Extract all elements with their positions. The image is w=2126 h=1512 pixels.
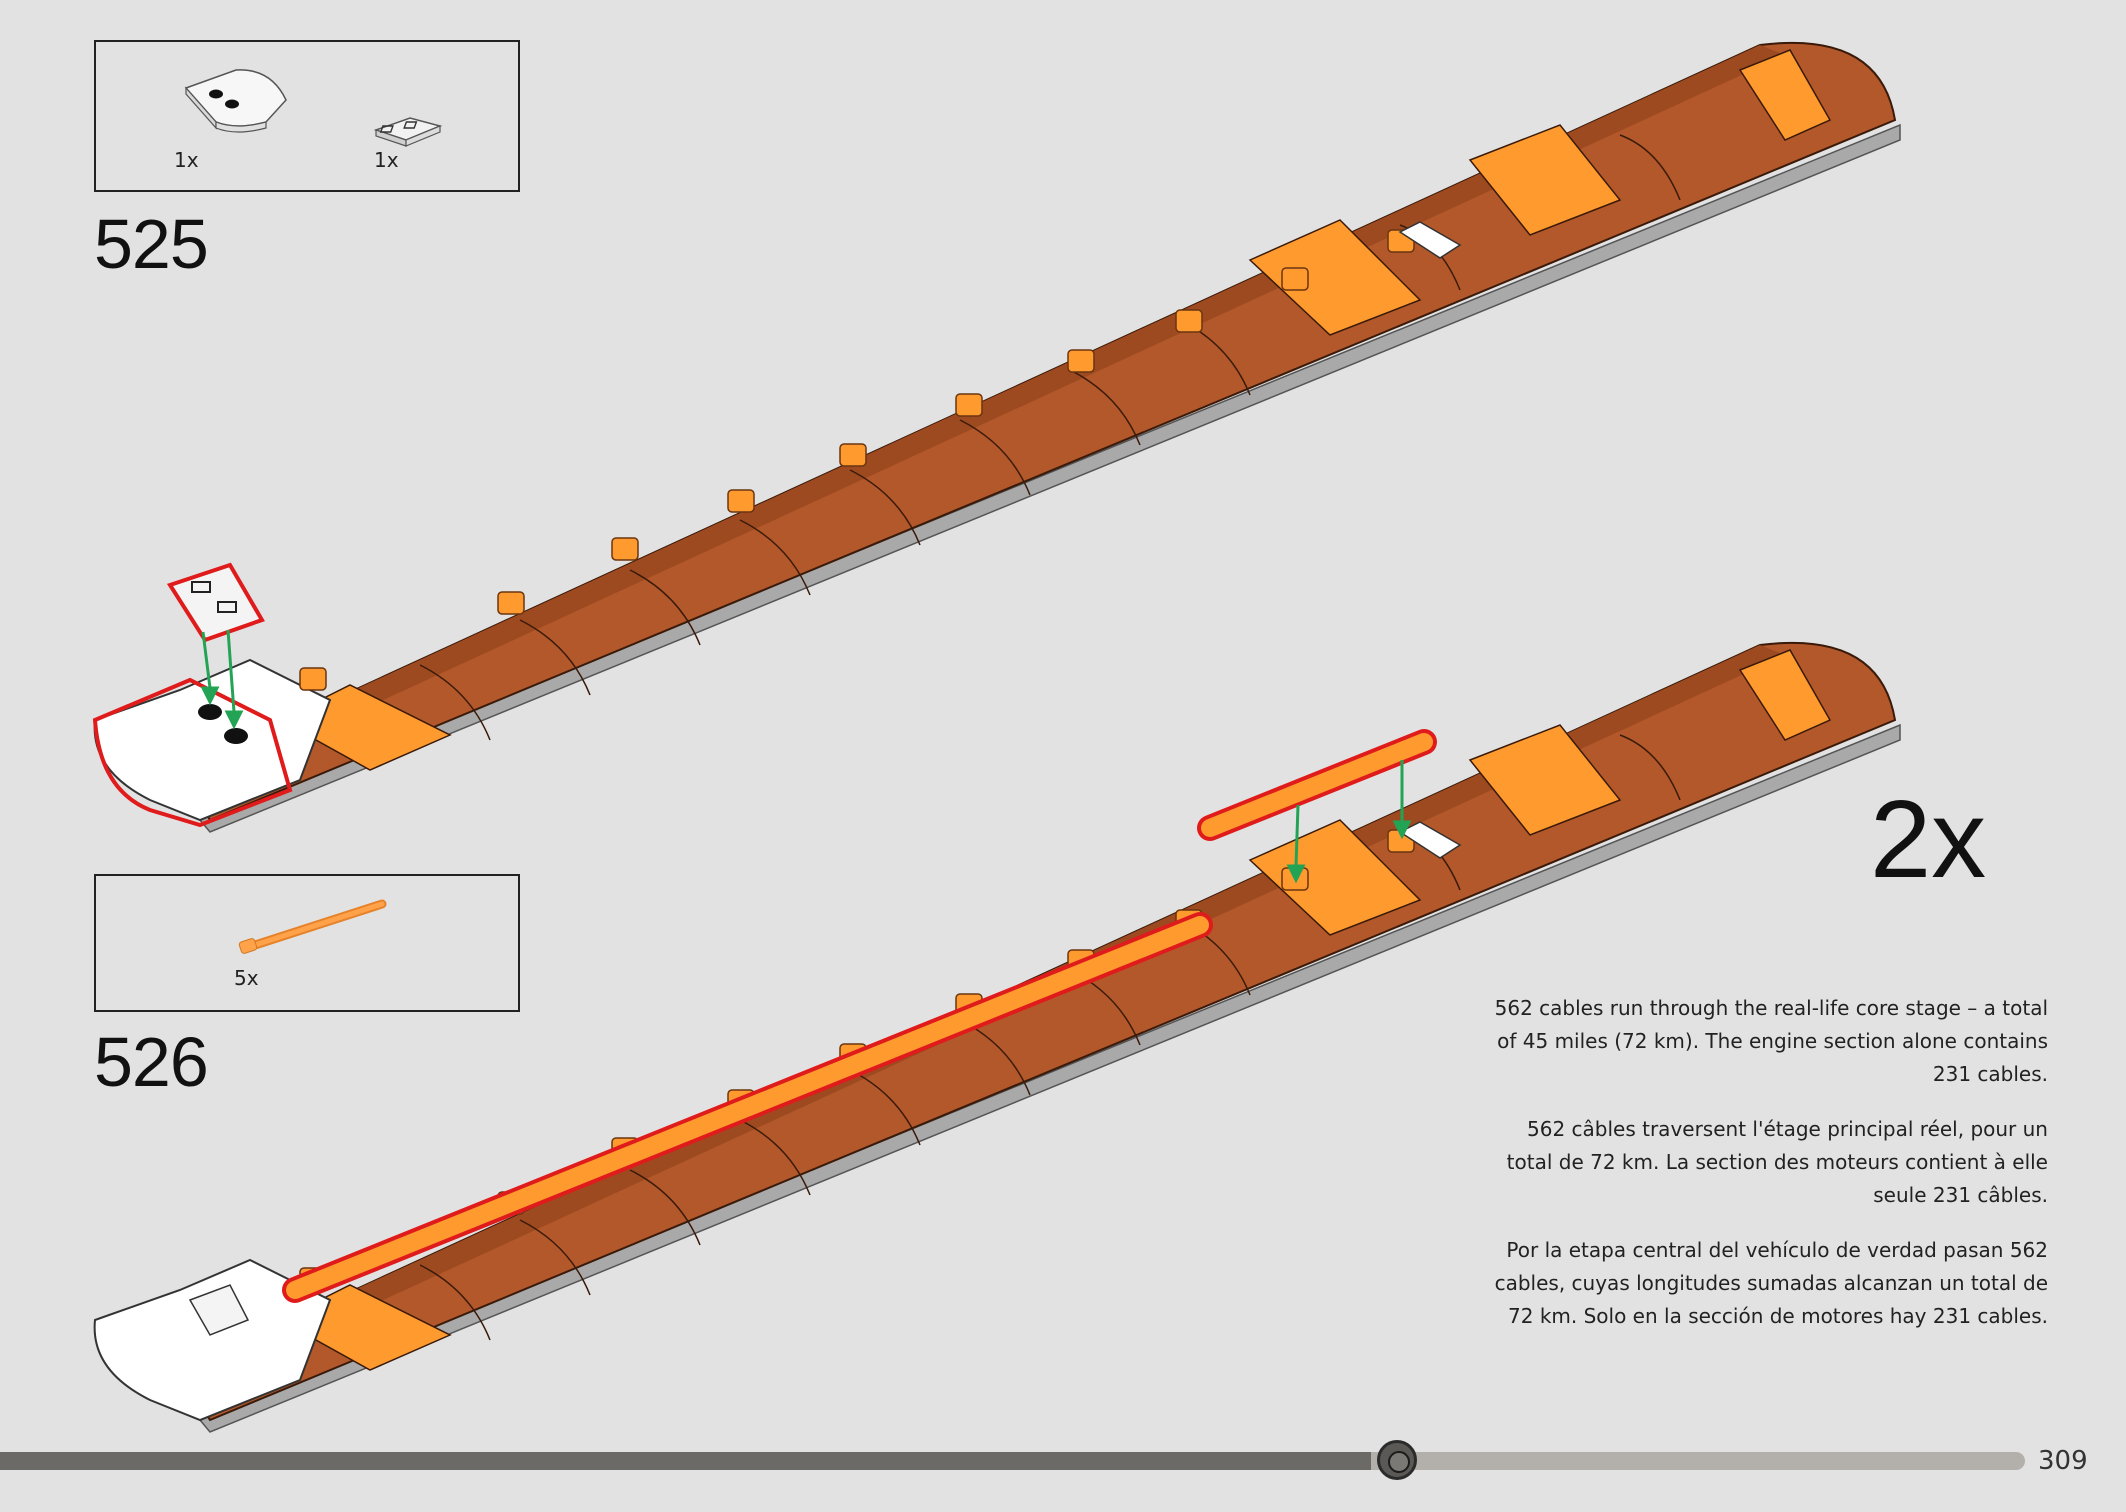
book-progress-bar [0, 1452, 2025, 1470]
parts-callout-526: 5x [94, 874, 520, 1012]
parts-callout-525: 1x 1x [94, 40, 520, 192]
step-number-526: 526 [94, 1023, 209, 1101]
fact-french: 562 câbles traversent l'étage principal … [1506, 1117, 2048, 1207]
part-qty-2: 1x [374, 148, 399, 172]
tile-plate-icon [373, 117, 443, 147]
fact-english: 562 cables run through the real-life cor… [1494, 996, 2048, 1086]
fact-text-block: 562 cables run through the real-life cor… [1488, 992, 2048, 1355]
orange-bar-icon [238, 899, 387, 954]
book-progress-knob [1377, 1440, 1417, 1480]
book-progress-fill [0, 1452, 1371, 1470]
page-number: 309 [2038, 1446, 2088, 1476]
slope-curved-plate-icon [184, 69, 287, 133]
fact-spanish: Por la etapa central del vehículo de ver… [1494, 1238, 2048, 1328]
step-number-525: 525 [94, 205, 209, 283]
part-qty-3: 5x [234, 966, 259, 990]
part-qty-1: 1x [174, 148, 199, 172]
build-multiplier: 2x [1870, 778, 1987, 901]
